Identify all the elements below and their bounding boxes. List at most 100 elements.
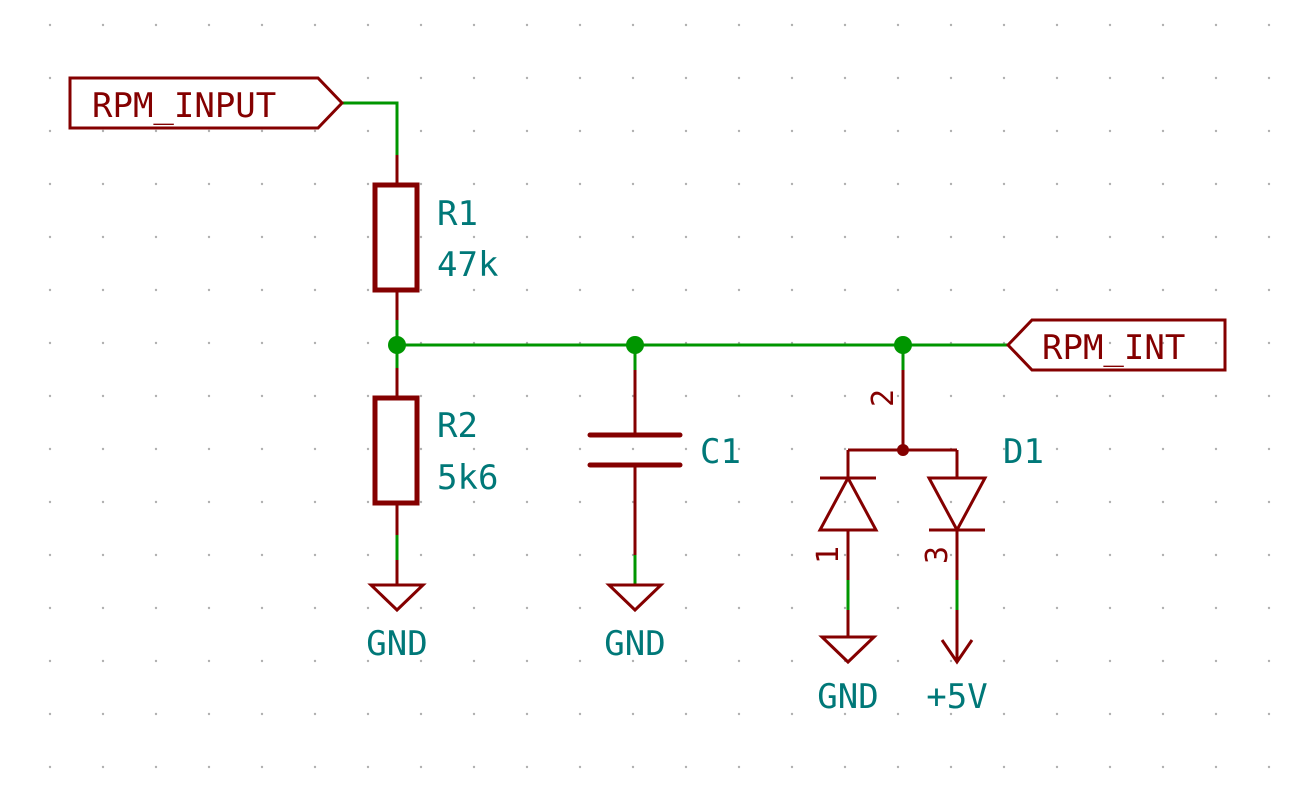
- grid-dot: [1002, 288, 1006, 292]
- grid-dot: [260, 659, 264, 663]
- grid-dot: [843, 23, 847, 27]
- grid-dot: [1267, 447, 1271, 451]
- grid-dot: [154, 129, 158, 133]
- gnd-symbol-c1[interactable]: GND: [604, 583, 666, 664]
- gnd-symbol-r2[interactable]: GND: [366, 560, 428, 664]
- grid-dot: [48, 447, 52, 451]
- grid-dot: [1267, 341, 1271, 345]
- grid-dot: [1161, 76, 1165, 80]
- grid-dot: [578, 765, 582, 769]
- grid-dot: [1002, 394, 1006, 398]
- grid-dot: [896, 235, 900, 239]
- grid-dot: [1214, 23, 1218, 27]
- grid-dot: [790, 394, 794, 398]
- grid-dot: [154, 447, 158, 451]
- grid-dot: [101, 765, 105, 769]
- grid-dot: [896, 659, 900, 663]
- grid-dot: [207, 182, 211, 186]
- power-arrow-icon: [940, 639, 974, 665]
- grid-dot: [472, 288, 476, 292]
- grid-dot: [1108, 447, 1112, 451]
- grid-dot: [1214, 447, 1218, 451]
- r2-ref: R2: [437, 406, 478, 446]
- grid-dot: [1161, 712, 1165, 716]
- grid-dot: [631, 129, 635, 133]
- grid-dot: [949, 182, 953, 186]
- grid-dot: [419, 129, 423, 133]
- gnd-icon: [605, 583, 665, 613]
- grid-dot: [1055, 765, 1059, 769]
- grid-dot: [1108, 235, 1112, 239]
- grid-dot: [101, 606, 105, 610]
- grid-dot: [578, 23, 582, 27]
- grid-dot: [896, 76, 900, 80]
- grid-dot: [207, 553, 211, 557]
- grid-dot: [154, 23, 158, 27]
- gnd-icon: [818, 635, 878, 665]
- grid-dot: [154, 341, 158, 345]
- grid-dot: [843, 500, 847, 504]
- grid-dot: [578, 288, 582, 292]
- junction-c1: [626, 336, 644, 354]
- grid-dot: [525, 394, 529, 398]
- grid-dot: [366, 659, 370, 663]
- grid-dot: [525, 182, 529, 186]
- grid-dot: [366, 394, 370, 398]
- grid-dot: [896, 765, 900, 769]
- capacitor-c1[interactable]: C1: [587, 370, 741, 555]
- grid-dot: [101, 712, 105, 716]
- gnd-symbol-d1[interactable]: GND: [817, 610, 879, 717]
- grid-dot: [207, 447, 211, 451]
- grid-dot: [1055, 76, 1059, 80]
- label-rpm-int[interactable]: RPM_INT: [1005, 318, 1227, 372]
- grid-dot: [1055, 553, 1059, 557]
- grid-dot: [790, 553, 794, 557]
- grid-dot: [1214, 553, 1218, 557]
- grid-dot: [1267, 129, 1271, 133]
- grid-dot: [790, 23, 794, 27]
- wires: [342, 101, 1008, 610]
- grid-dot: [1214, 765, 1218, 769]
- grid-dot: [1002, 712, 1006, 716]
- grid-dot: [419, 765, 423, 769]
- grid-dot: [1161, 500, 1165, 504]
- grid-dot: [684, 394, 688, 398]
- grid-dot: [1267, 23, 1271, 27]
- grid-dot: [1108, 765, 1112, 769]
- grid-dot: [737, 182, 741, 186]
- grid-dot: [260, 129, 264, 133]
- grid-dot: [578, 394, 582, 398]
- grid-dot: [1267, 659, 1271, 663]
- grid-dot: [790, 606, 794, 610]
- grid-dot: [684, 712, 688, 716]
- resistor-r1[interactable]: R1 47k: [372, 155, 498, 320]
- grid-dot: [1161, 765, 1165, 769]
- grid-dot: [525, 606, 529, 610]
- grid-dot: [472, 447, 476, 451]
- grid-dot: [207, 23, 211, 27]
- grid-dot: [1002, 23, 1006, 27]
- grid-dot: [1267, 76, 1271, 80]
- grid-dot: [843, 129, 847, 133]
- grid-dot: [260, 394, 264, 398]
- grid-dot: [949, 288, 953, 292]
- label-rpm-int-text: RPM_INT: [1042, 328, 1185, 368]
- vcc-symbol-d1[interactable]: +5V: [926, 610, 988, 717]
- grid-dot: [896, 500, 900, 504]
- label-rpm-input[interactable]: RPM_INPUT: [68, 76, 345, 130]
- grid-dot: [313, 447, 317, 451]
- grid-dot: [843, 235, 847, 239]
- diode-d1[interactable]: 2 1 3 D1: [811, 370, 1044, 580]
- grid-dot: [366, 712, 370, 716]
- grid-dot: [313, 712, 317, 716]
- grid-dot: [1214, 76, 1218, 80]
- grid-dot: [313, 659, 317, 663]
- grid-dot: [949, 659, 953, 663]
- grid-dot: [1108, 341, 1112, 345]
- resistor-r2[interactable]: R2 5k6: [372, 368, 498, 535]
- grid-dot: [790, 288, 794, 292]
- grid-dot: [790, 712, 794, 716]
- grid-dot: [1002, 76, 1006, 80]
- grid-dot: [419, 606, 423, 610]
